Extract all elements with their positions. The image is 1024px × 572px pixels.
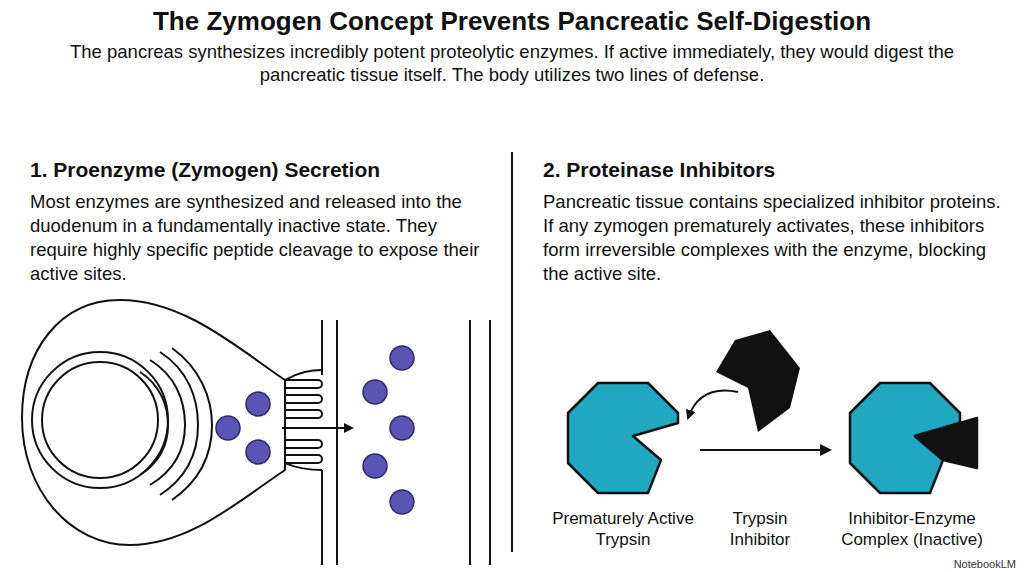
enzyme-node: Prematurely Active Trypsin: [548, 378, 698, 550]
subtitle: The pancreas synthesizes incredibly pote…: [40, 40, 984, 86]
shape-label: Trypsin Inhibitor: [705, 508, 815, 550]
divider: [511, 152, 513, 552]
binding-arrow: [688, 390, 738, 418]
section-heading: 2. Proteinase Inhibitors: [543, 158, 1003, 182]
title: The Zymogen Concept Prevents Pancreatic …: [0, 6, 1024, 37]
section-heading: 1. Proenzyme (Zymogen) Secretion: [30, 158, 500, 182]
reaction-arrow: [700, 449, 830, 451]
zymogen-granules: [216, 346, 414, 514]
enzyme-node: Inhibitor-Enzyme Complex (Inactive): [832, 378, 992, 550]
secretion-arrow: [282, 427, 352, 429]
watermark: NotebookLM: [954, 558, 1016, 570]
enzyme-shape: [845, 378, 980, 498]
section-body: Pancreatic tissue contains specialized i…: [543, 190, 1005, 286]
enzyme-shape: [563, 378, 683, 498]
section-body: Most enzymes are synthesized and release…: [30, 190, 498, 286]
acinar-cell: [22, 300, 490, 565]
inhibitor-shape: [716, 330, 800, 432]
shape-label: Prematurely Active Trypsin: [548, 508, 698, 550]
shape-label: Inhibitor-Enzyme Complex (Inactive): [832, 508, 992, 550]
